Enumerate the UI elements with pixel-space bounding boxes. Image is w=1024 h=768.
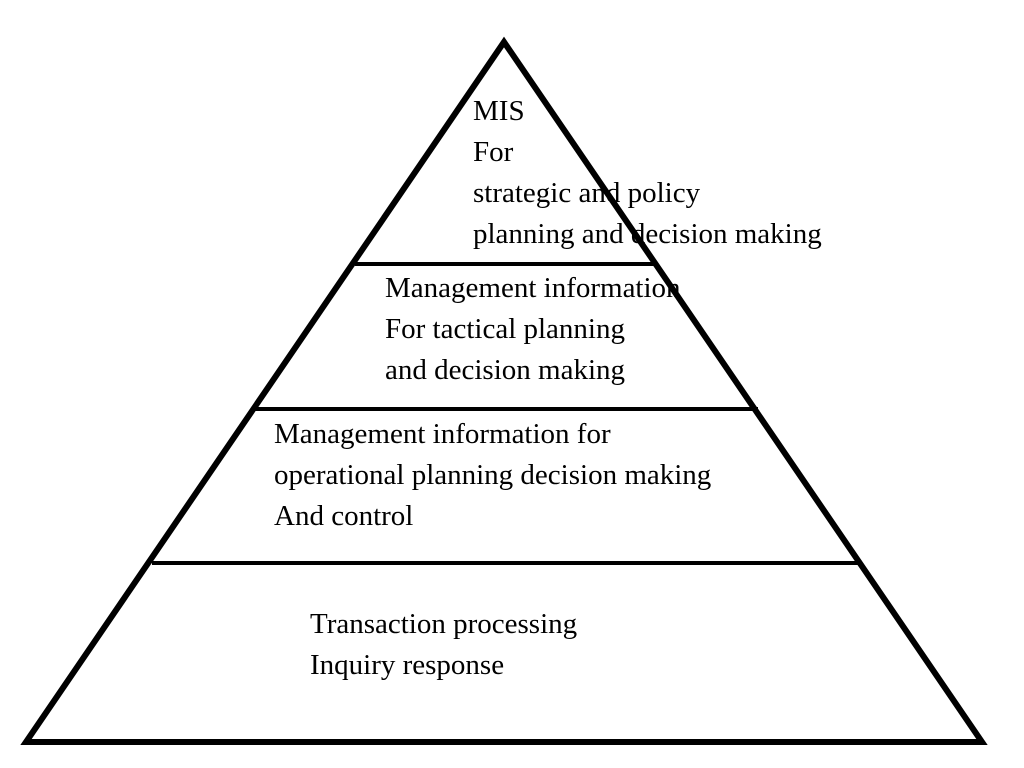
tier-operational-line-1: Management information for: [274, 418, 611, 450]
tier-strategic-line-3: strategic and policy: [473, 177, 701, 209]
tier-transaction-label: Transaction processing Inquiry response: [310, 604, 577, 686]
tier-operational-label: Management information for operational p…: [274, 414, 711, 537]
tier-operational-line-3: And control: [274, 500, 414, 532]
tier-strategic-line-2: For: [473, 136, 514, 168]
tier-tactical-label: Management information For tactical plan…: [385, 268, 681, 391]
pyramid-outline: [20, 36, 988, 745]
tier-strategic-line-4: planning and decision making: [473, 218, 822, 250]
tier-tactical-line-2: For tactical planning: [385, 313, 625, 345]
tier-tactical-line-3: and decision making: [385, 354, 626, 386]
tier-strategic-label: MIS For strategic and policy planning an…: [473, 91, 822, 255]
tier-tactical-line-1: Management information: [385, 272, 681, 304]
tier-operational-line-2: operational planning decision making: [274, 459, 712, 491]
tier-transaction-line-2: Inquiry response: [310, 649, 505, 681]
tier-transaction-line-1: Transaction processing: [310, 608, 578, 640]
tier-strategic-line-1: MIS: [473, 95, 525, 127]
